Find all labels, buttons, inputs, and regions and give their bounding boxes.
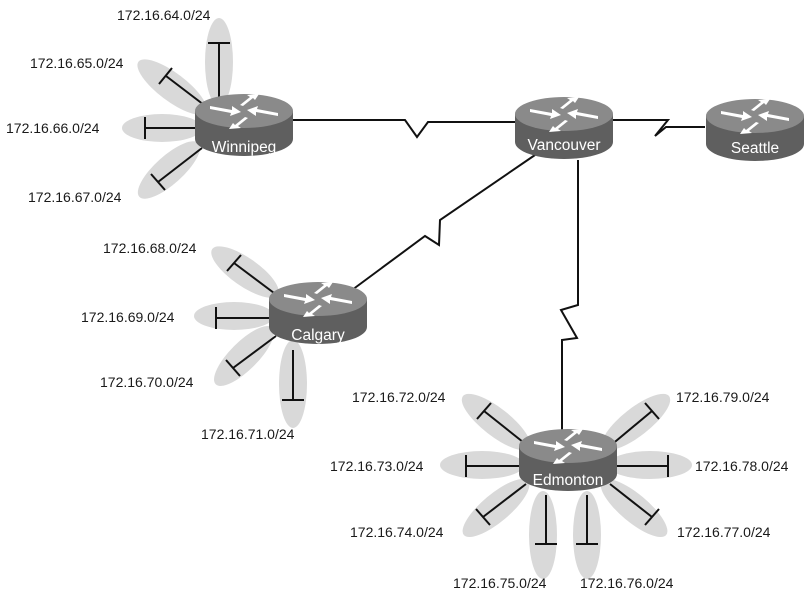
- subnet-label: 172.16.79.0/24: [676, 389, 770, 405]
- subnet-label: 172.16.75.0/24: [453, 575, 547, 591]
- lan-ellipse: [600, 478, 668, 538]
- lan-ellipse: [194, 302, 274, 330]
- router-edmonton[interactable]: Edmonton: [519, 429, 617, 491]
- subnet-label: 172.16.73.0/24: [330, 458, 424, 474]
- subnet-label: 172.16.74.0/24: [350, 524, 444, 540]
- lan-ellipse: [529, 491, 557, 579]
- serial-link-winnipeg-vancouver: [292, 119, 517, 139]
- subnet-label: 172.16.78.0/24: [695, 458, 789, 474]
- serial-links: [292, 119, 705, 434]
- subnet-label: 172.16.77.0/24: [677, 524, 771, 540]
- subnet-label: 172.16.65.0/24: [30, 55, 124, 71]
- serial-link-vancouver-seattle: [612, 119, 705, 137]
- lan-ellipse: [601, 393, 671, 451]
- router-label-seattle: Seattle: [731, 140, 779, 157]
- routers: Winnipeg Vancouver Seattle Calgary Edmon…: [195, 94, 804, 491]
- lan-ellipse: [137, 141, 201, 199]
- router-calgary[interactable]: Calgary: [269, 282, 367, 344]
- router-seattle[interactable]: Seattle: [706, 99, 804, 161]
- subnet-label: 172.16.70.0/24: [100, 374, 194, 390]
- router-vancouver[interactable]: Vancouver: [515, 97, 613, 159]
- subnet-label: 172.16.69.0/24: [81, 309, 175, 325]
- subnet-label: 172.16.71.0/24: [201, 426, 295, 442]
- router-label-winnipeg: Winnipeg: [212, 139, 277, 156]
- serial-link-vancouver-calgary: [351, 154, 536, 291]
- lan-ellipse: [137, 59, 207, 115]
- ethernet-links: [144, 42, 669, 545]
- subnet-label: 172.16.76.0/24: [580, 575, 674, 591]
- subnet-label: 172.16.67.0/24: [28, 189, 122, 205]
- subnet-labels: 172.16.64.0/24 172.16.65.0/24 172.16.66.…: [6, 7, 789, 591]
- router-winnipeg[interactable]: Winnipeg: [195, 94, 293, 156]
- lan-ellipse: [214, 326, 274, 386]
- router-label-calgary: Calgary: [291, 327, 345, 344]
- subnet-label: 172.16.68.0/24: [103, 240, 197, 256]
- router-label-vancouver: Vancouver: [528, 137, 601, 154]
- router-label-edmonton: Edmonton: [533, 472, 604, 489]
- lan-ellipse: [461, 393, 531, 451]
- serial-link-vancouver-edmonton: [559, 160, 579, 434]
- subnet-label: 172.16.64.0/24: [117, 7, 211, 23]
- subnet-label: 172.16.66.0/24: [6, 120, 100, 136]
- subnet-label: 172.16.72.0/24: [352, 389, 446, 405]
